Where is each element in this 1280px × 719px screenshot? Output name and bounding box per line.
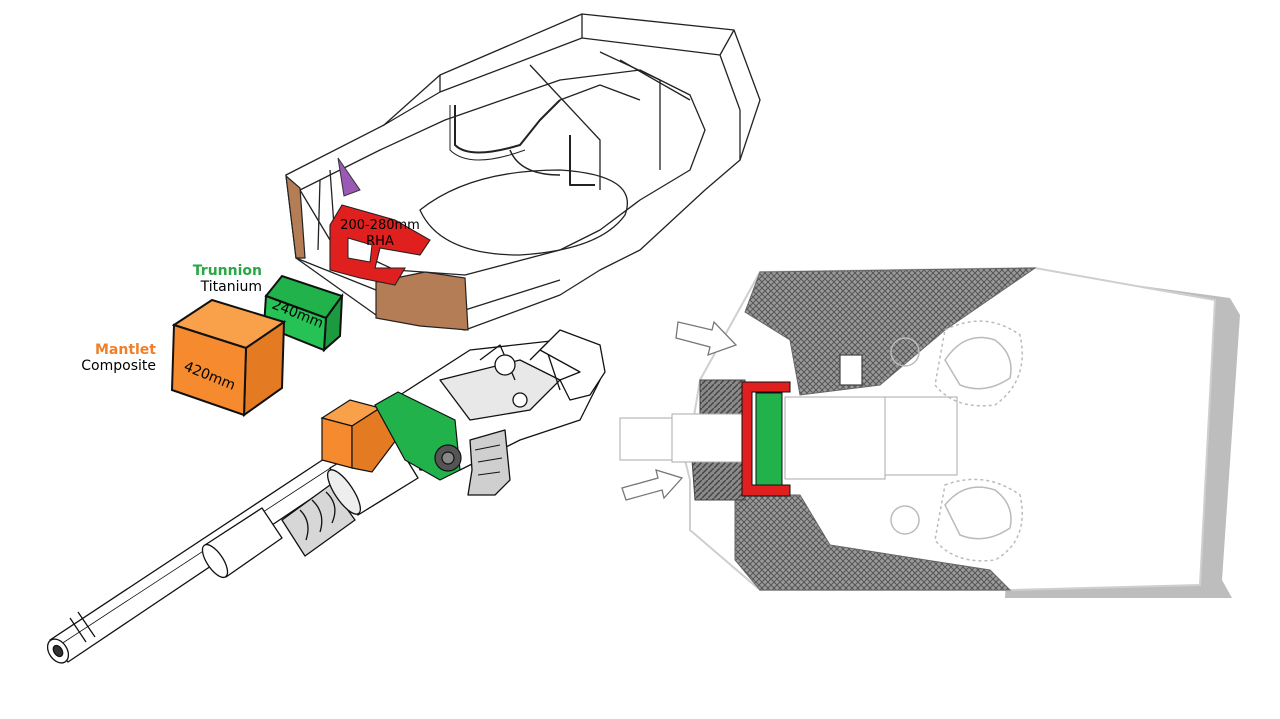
mantlet-callout: Mantlet Composite xyxy=(40,342,156,374)
trunnion-block xyxy=(262,274,344,353)
mantlet-material-label: Composite xyxy=(81,358,156,374)
gun-trunnion xyxy=(374,391,462,481)
rha-material-label: RHA xyxy=(366,234,394,249)
mantlet-block xyxy=(170,298,287,417)
gun-assembly-drawing xyxy=(46,329,606,664)
rha-front-plate xyxy=(329,204,431,286)
turret-plan-section xyxy=(619,266,1240,598)
rha-thickness-label: 200-280mm xyxy=(340,218,420,233)
sight-block xyxy=(337,157,361,197)
trunnion-material-label: Titanium xyxy=(200,279,262,295)
right-cheek-plate xyxy=(375,271,469,331)
mantlet-name-label: Mantlet xyxy=(94,342,156,358)
turret-shell-drawing xyxy=(285,13,761,331)
left-cheek-plate xyxy=(285,174,306,259)
trunnion-name-label: Trunnion xyxy=(192,263,262,279)
trunnion-callout: Trunnion Titanium xyxy=(150,263,262,295)
